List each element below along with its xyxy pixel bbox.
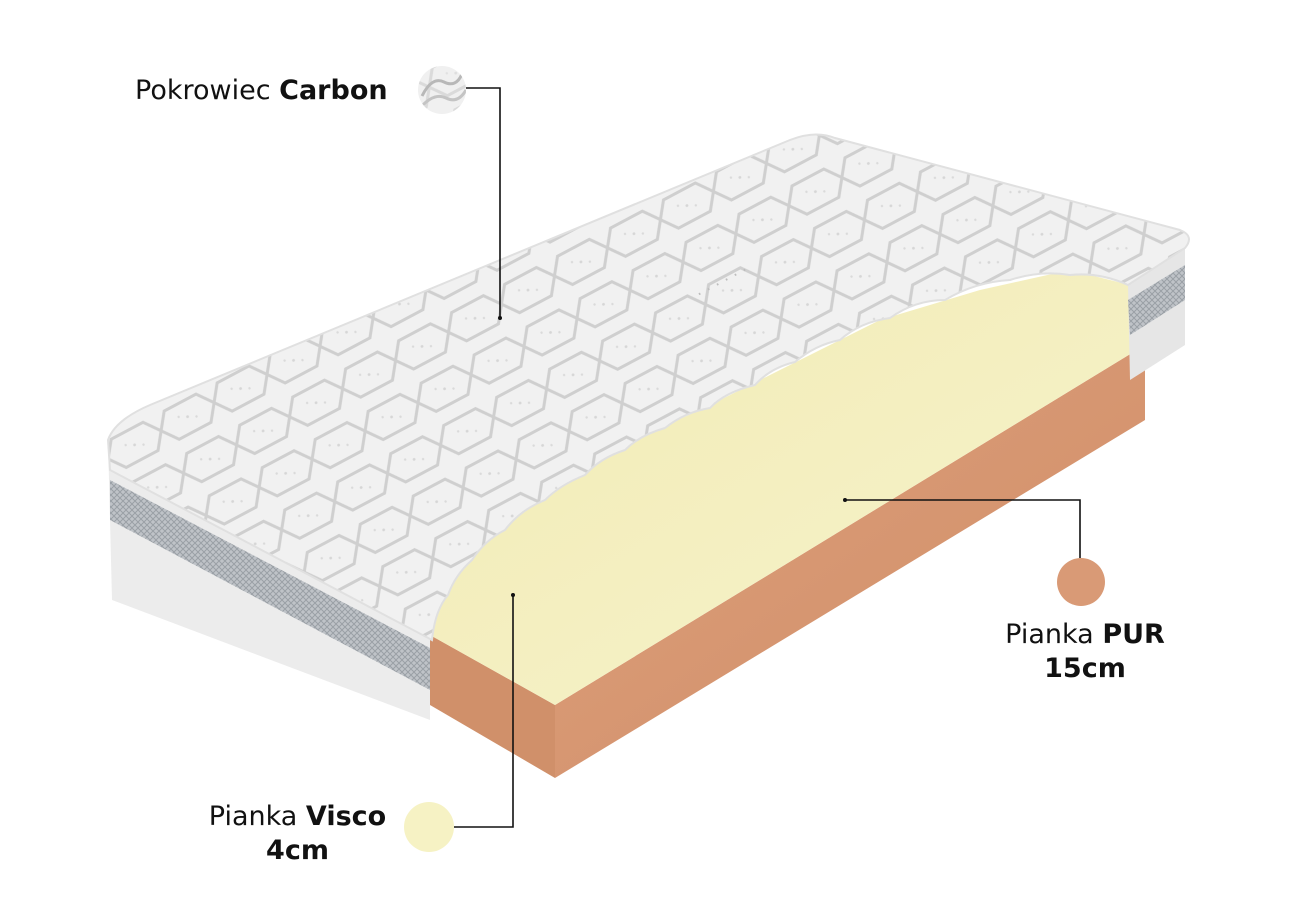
label-cover-bold: Carbon — [279, 75, 388, 106]
carbon-cover: · · · · · · — [106, 133, 1190, 720]
cover-swatch — [418, 66, 466, 114]
cover-end-mesh — [1128, 265, 1185, 335]
pur-foam-layer — [430, 345, 1145, 778]
pur-swatch — [1057, 558, 1105, 606]
leader-anchor-cover — [498, 316, 502, 320]
label-pur: Pianka PUR 15cm — [985, 618, 1185, 686]
label-cover: Pokrowiec Carbon — [135, 74, 388, 108]
label-visco: Pianka Visco 4cm — [190, 800, 405, 868]
cover-swatch-texture-icon — [418, 66, 466, 114]
label-visco-bold: Visco — [305, 801, 387, 832]
leader-line-visco — [454, 595, 514, 828]
label-visco-prefix: Pianka — [208, 801, 298, 832]
visco-foam-top — [430, 270, 1145, 705]
visco-swatch — [404, 802, 454, 852]
leader-line-cover — [466, 87, 501, 318]
leader-anchor-pur — [843, 498, 847, 502]
leader-lines — [454, 87, 1081, 828]
pur-foam-long-face — [555, 345, 1145, 778]
leader-anchor-visco — [511, 593, 515, 597]
cover-mesh-band — [110, 480, 430, 690]
pur-foam-front-face — [430, 635, 555, 778]
leader-line-pur — [845, 499, 1081, 558]
label-cover-prefix: Pokrowiec — [135, 75, 271, 106]
label-pur-size: 15cm — [1044, 653, 1126, 684]
label-visco-size: 4cm — [266, 835, 329, 866]
label-pur-bold: PUR — [1102, 619, 1165, 650]
cover-top-surface — [106, 133, 1190, 642]
label-pur-prefix: Pianka — [1005, 619, 1094, 650]
